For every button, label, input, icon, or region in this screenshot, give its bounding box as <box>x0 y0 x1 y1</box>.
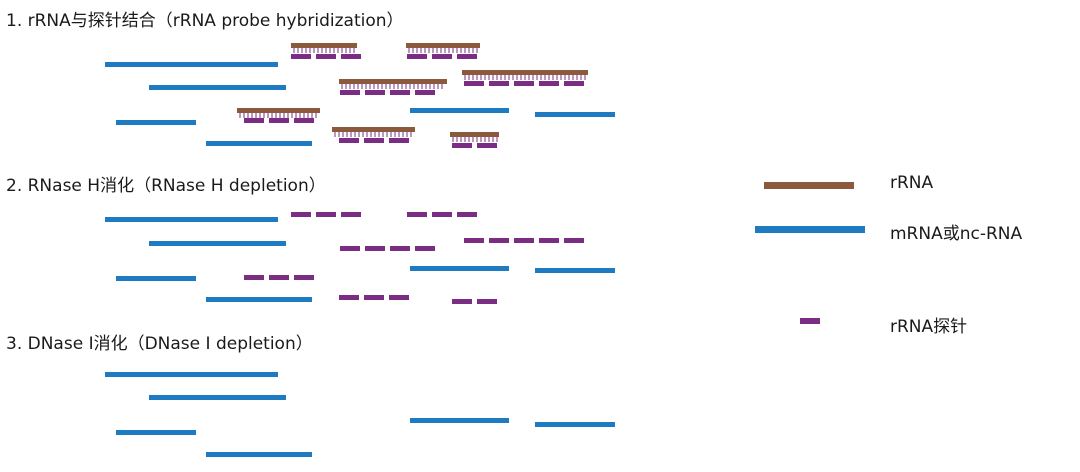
probe-segment <box>244 275 264 280</box>
probe-segment <box>389 138 409 143</box>
mrna-strand <box>535 112 615 117</box>
rrna-strand <box>462 70 588 75</box>
mrna-strand <box>206 141 312 146</box>
mrna-strand <box>149 85 286 90</box>
mrna-strand <box>206 452 312 457</box>
probe-segment <box>457 212 477 217</box>
probe-segment <box>294 118 314 123</box>
rrna-strand <box>237 108 320 113</box>
probe-segment <box>389 295 409 300</box>
probe-segment <box>432 212 452 217</box>
probe-segment <box>452 299 472 304</box>
probe-segment <box>432 54 452 59</box>
mrna-strand <box>410 418 509 423</box>
probe-segment <box>464 81 484 86</box>
legend-probe-swatch <box>800 318 820 324</box>
probe-segment <box>477 299 497 304</box>
mrna-strand <box>410 108 509 113</box>
probe-segment <box>477 143 497 148</box>
probe-segment <box>489 81 509 86</box>
probe-segment <box>291 212 311 217</box>
mrna-strand <box>116 430 196 435</box>
probe-segment <box>340 90 360 95</box>
mrna-strand <box>206 297 312 302</box>
mrna-strand <box>149 241 286 246</box>
probe-segment <box>539 81 559 86</box>
mrna-strand <box>535 268 615 273</box>
legend-mrna-label: mRNA或nc-RNA <box>890 224 1023 244</box>
probe-segment <box>291 54 311 59</box>
probe-segment <box>489 238 509 243</box>
step-1-title: 1. rRNA与探针结合（rRNA probe hybridization） <box>6 11 404 31</box>
rrna-strand <box>291 43 357 48</box>
probe-segment <box>564 81 584 86</box>
probe-segment <box>269 275 289 280</box>
probe-segment <box>415 90 435 95</box>
probe-segment <box>452 143 472 148</box>
mrna-strand <box>410 266 509 271</box>
probe-segment <box>244 118 264 123</box>
probe-segment <box>390 90 410 95</box>
probe-segment <box>341 54 361 59</box>
legend-probe-label: rRNA探针 <box>890 317 968 337</box>
probe-segment <box>365 90 385 95</box>
probe-segment <box>539 238 559 243</box>
rrna-strand <box>406 43 480 48</box>
probe-segment <box>340 246 360 251</box>
probe-segment <box>390 246 410 251</box>
mrna-strand <box>105 217 278 222</box>
probe-segment <box>457 54 477 59</box>
mrna-strand <box>116 120 196 125</box>
probe-segment <box>294 275 314 280</box>
probe-segment <box>316 212 336 217</box>
probe-segment <box>564 238 584 243</box>
probe-segment <box>464 238 484 243</box>
rrna-strand <box>332 127 415 132</box>
probe-segment <box>514 81 534 86</box>
step-3-title: 3. DNase I消化（DNase I depletion） <box>6 334 313 354</box>
probe-segment <box>364 295 384 300</box>
rrna-strand <box>339 79 447 84</box>
legend-rrna-swatch <box>764 182 854 189</box>
probe-segment <box>339 295 359 300</box>
legend-rrna-label: rRNA <box>890 173 934 193</box>
step-2-title: 2. RNase H消化（RNase H depletion） <box>6 176 326 196</box>
rrna-strand <box>450 132 499 137</box>
mrna-strand <box>116 276 196 281</box>
mrna-strand <box>105 372 278 377</box>
probe-segment <box>407 212 427 217</box>
probe-segment <box>407 54 427 59</box>
probe-segment <box>365 246 385 251</box>
legend-mrna-swatch <box>755 226 865 233</box>
probe-segment <box>341 212 361 217</box>
probe-segment <box>339 138 359 143</box>
probe-segment <box>269 118 289 123</box>
probe-segment <box>514 238 534 243</box>
mrna-strand <box>105 62 278 67</box>
probe-segment <box>316 54 336 59</box>
probe-segment <box>364 138 384 143</box>
mrna-strand <box>149 395 286 400</box>
mrna-strand <box>535 422 615 427</box>
probe-segment <box>415 246 435 251</box>
